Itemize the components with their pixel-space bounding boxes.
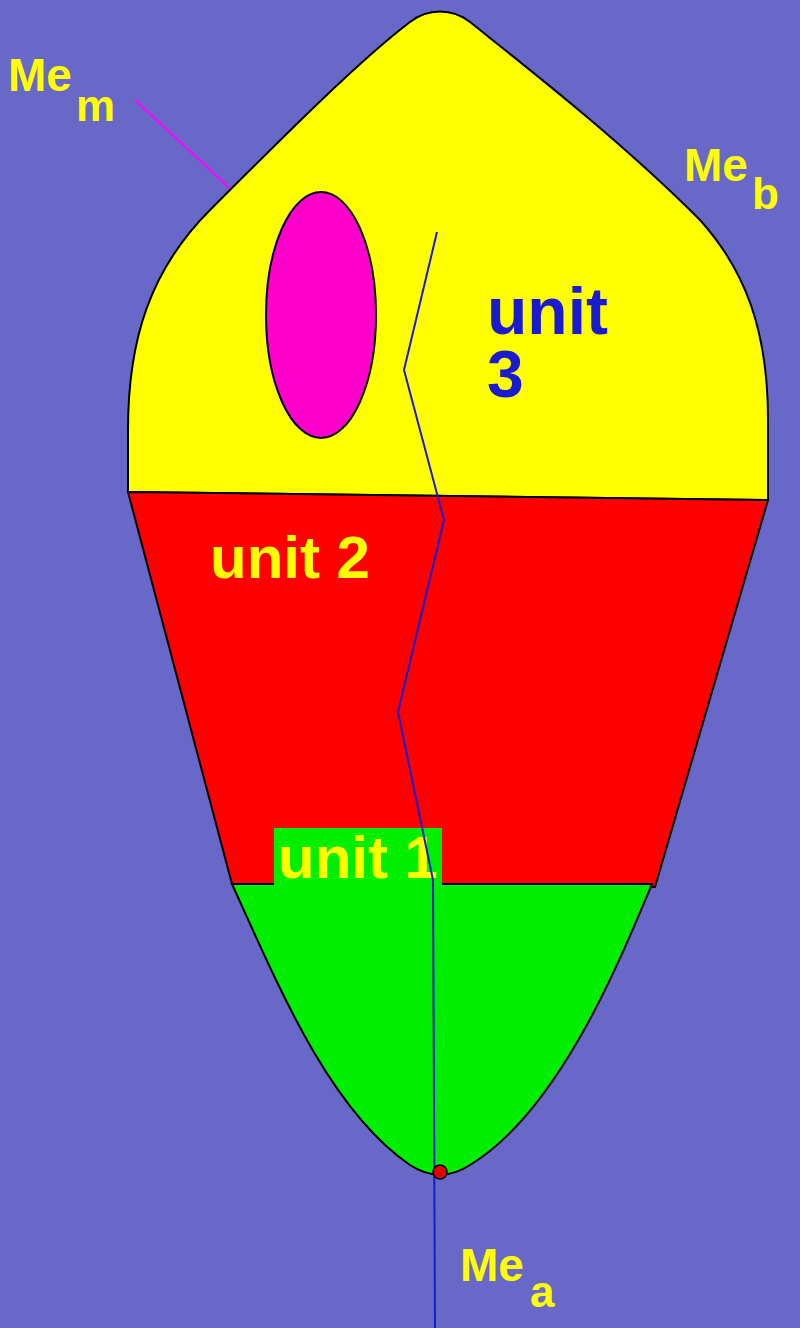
label-subscript: a — [530, 1270, 554, 1314]
label-name: Me — [684, 142, 748, 188]
label-name: Me — [460, 1242, 524, 1288]
unit-band: unit 2 — [120, 486, 776, 892]
label-subscript: m — [76, 84, 115, 128]
apex-dot — [433, 1165, 447, 1179]
unit-label: unit 3 — [483, 280, 612, 405]
label-subscript: b — [752, 172, 779, 216]
axis-line — [398, 232, 444, 1328]
label-name: Me — [8, 52, 72, 98]
band-shape — [120, 4, 776, 504]
band-outline — [232, 884, 652, 1175]
band-outline — [128, 12, 768, 501]
band-shape — [226, 878, 658, 1182]
unit-band: unit 3 — [120, 4, 776, 504]
inclusion-ellipse — [266, 192, 376, 438]
unit-label: unit 1 — [274, 828, 442, 888]
band-outline — [128, 492, 768, 887]
unit-label: unit 2 — [206, 528, 374, 588]
unit-band: unit 1 — [226, 878, 658, 1182]
